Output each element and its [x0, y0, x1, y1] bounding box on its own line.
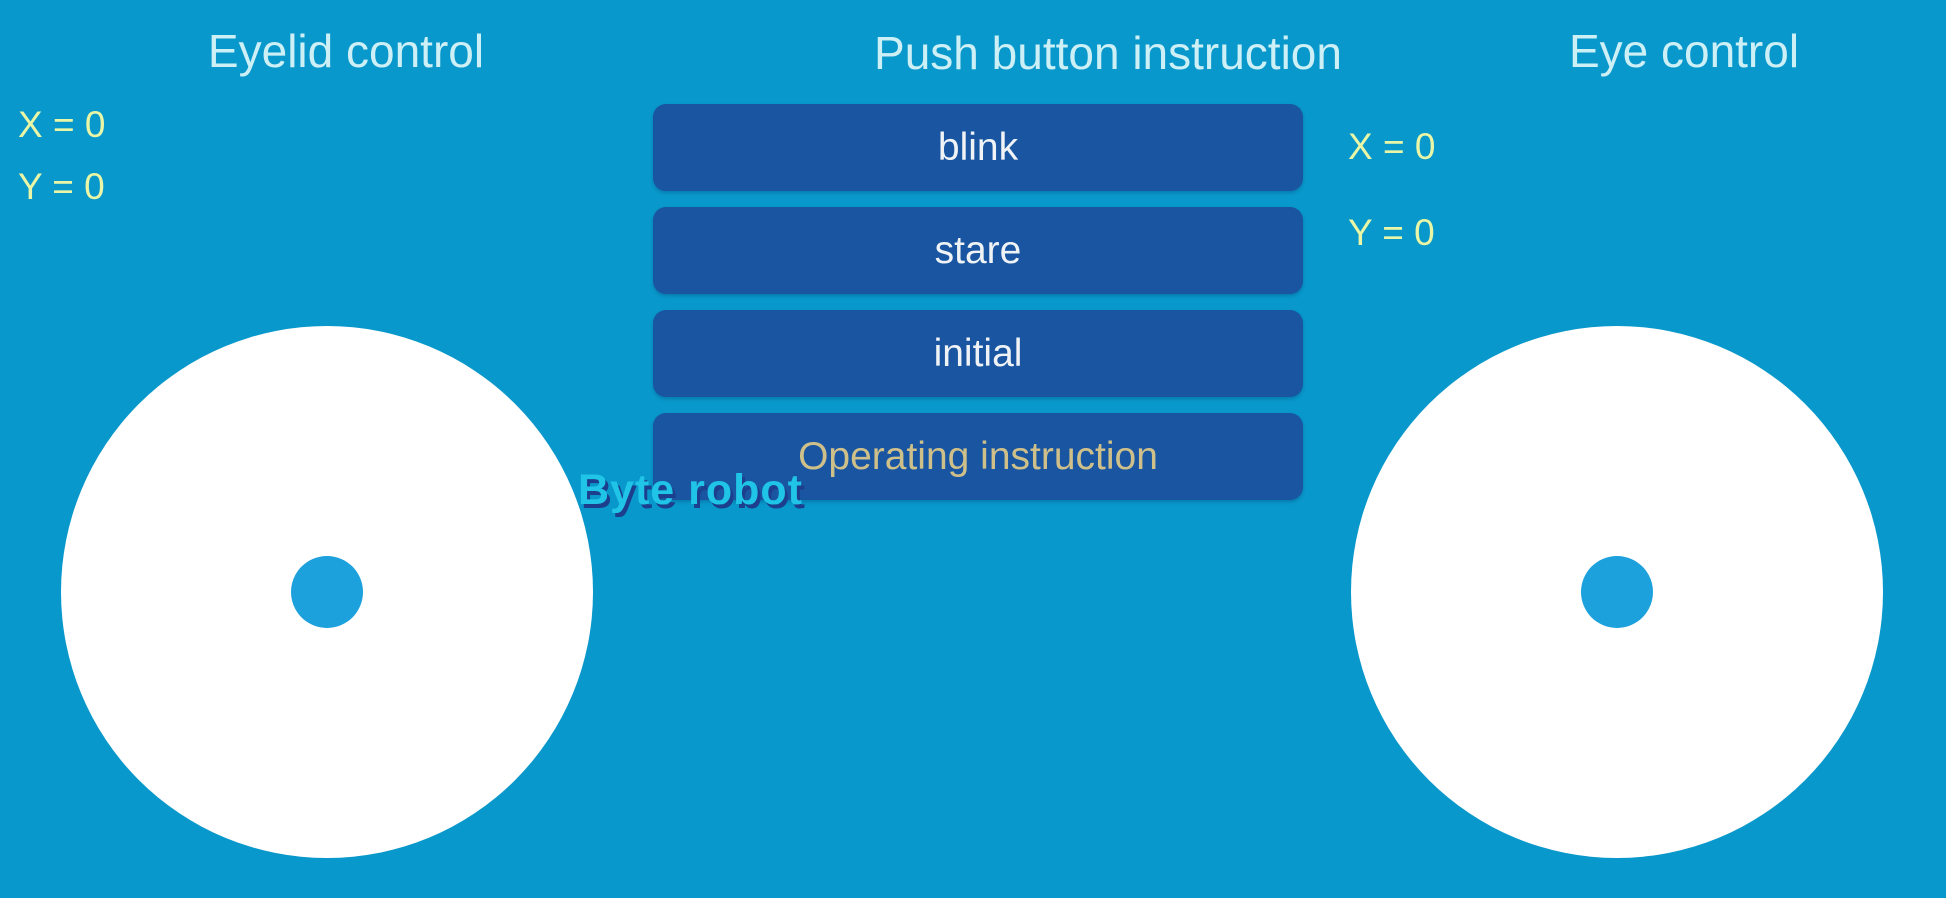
eyelid-x-readout: X = 0	[18, 104, 106, 145]
eye-joystick-knob[interactable]	[1581, 556, 1653, 628]
blink-button[interactable]: blink	[653, 104, 1303, 191]
initial-button[interactable]: initial	[653, 310, 1303, 397]
stare-button[interactable]: stare	[653, 207, 1303, 294]
eye-control-title: Eye control	[1568, 25, 1800, 77]
eye-y-readout: Y = 0	[1348, 212, 1435, 253]
byte-robot-watermark: Byte robot	[578, 466, 803, 514]
eye-joystick-pad[interactable]	[1351, 326, 1883, 858]
eyelid-y-readout: Y = 0	[18, 166, 105, 207]
eyelid-control-title: Eyelid control	[207, 25, 485, 77]
eyelid-joystick-knob[interactable]	[291, 556, 363, 628]
operating-instruction-button[interactable]: Operating instruction	[653, 413, 1303, 500]
eye-x-readout: X = 0	[1348, 126, 1436, 167]
eyelid-joystick-pad[interactable]	[61, 326, 593, 858]
push-button-instruction-title: Push button instruction	[874, 27, 1342, 79]
push-button-stack: blink stare initial Operating instructio…	[653, 104, 1303, 500]
